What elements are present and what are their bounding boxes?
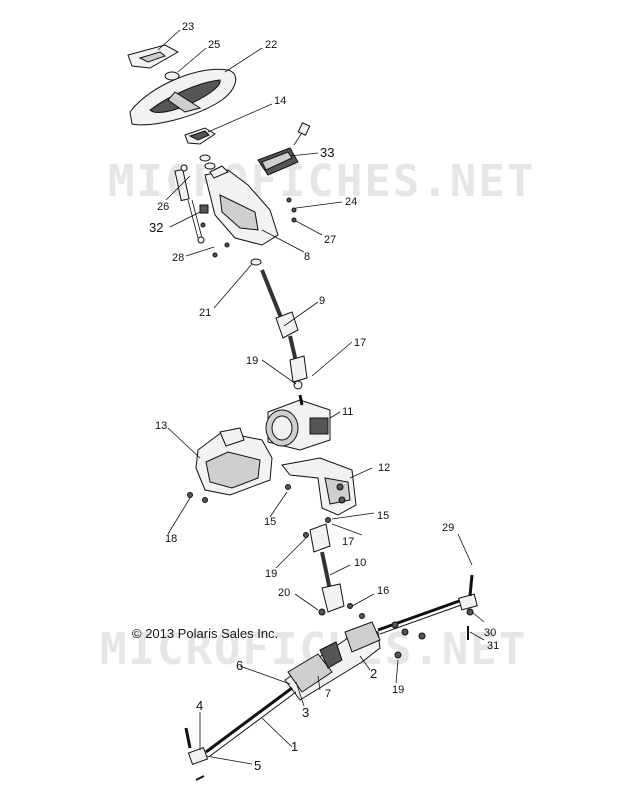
eps-cover (195, 427, 273, 496)
callout-21: 21 (199, 307, 211, 319)
leader-lines (157, 29, 485, 765)
callout-30: 30 (484, 627, 496, 639)
hardware-small-bolts (200, 197, 297, 258)
callout-29: 29 (442, 522, 454, 534)
steering-wheel-cover (127, 44, 180, 69)
gas-strut (174, 164, 205, 244)
callout-11: 11 (342, 406, 353, 418)
callout-7: 7 (325, 688, 331, 700)
callout-31: 31 (487, 640, 499, 652)
column-bushing (250, 258, 262, 266)
steering-hub (184, 127, 216, 145)
callout-25: 25 (208, 39, 220, 51)
callout-9: 9 (319, 295, 325, 307)
callout-15-left: 15 (264, 516, 276, 528)
callout-13: 13 (155, 420, 167, 432)
callout-24: 24 (345, 196, 357, 208)
callout-17-upper: 17 (354, 337, 366, 349)
callout-18: 18 (165, 533, 177, 545)
callout-27: 27 (324, 234, 336, 246)
callout-12: 12 (378, 462, 390, 474)
watermark-top: MICROFICHES.NET (108, 156, 535, 207)
callout-33: 33 (320, 145, 334, 160)
upper-intermediate-shaft (260, 269, 308, 390)
callout-28: 28 (172, 252, 184, 264)
callout-19-middle: 19 (265, 568, 277, 580)
steering-rack (284, 621, 381, 701)
tie-rod-left (184, 686, 297, 781)
callout-15-right: 15 (377, 510, 389, 522)
callout-labels: 23 25 22 14 33 26 24 32 27 28 8 21 9 19 … (149, 21, 499, 773)
callout-2: 2 (370, 666, 377, 681)
callout-6: 6 (236, 658, 243, 673)
callout-8: 8 (304, 251, 310, 263)
callout-19-upper: 19 (246, 355, 258, 367)
callout-4: 4 (196, 698, 203, 713)
callout-20: 20 (278, 587, 290, 599)
horn-button (164, 71, 180, 81)
copyright-text: © 2013 Polaris Sales Inc. (132, 626, 278, 641)
callout-5: 5 (254, 758, 261, 773)
callout-14: 14 (274, 95, 286, 107)
callout-3: 3 (302, 705, 309, 720)
callout-19-lower: 19 (392, 684, 404, 696)
tilt-switch (257, 122, 311, 176)
steering-wheel (129, 68, 237, 126)
bushings (199, 154, 216, 170)
callout-16: 16 (377, 585, 389, 597)
eps-mount-bracket (281, 457, 357, 523)
eps-motor (265, 394, 331, 451)
callout-1: 1 (291, 739, 298, 754)
rack-mount-nuts (359, 613, 426, 659)
callout-22: 22 (265, 39, 277, 51)
callout-26: 26 (157, 201, 169, 213)
steering-column-bracket (199, 165, 279, 246)
cover-fasteners (187, 492, 208, 503)
callout-17-lower: 17 (342, 536, 354, 548)
callout-10: 10 (354, 557, 366, 569)
callout-23: 23 (182, 21, 194, 33)
callout-32: 32 (149, 220, 163, 235)
